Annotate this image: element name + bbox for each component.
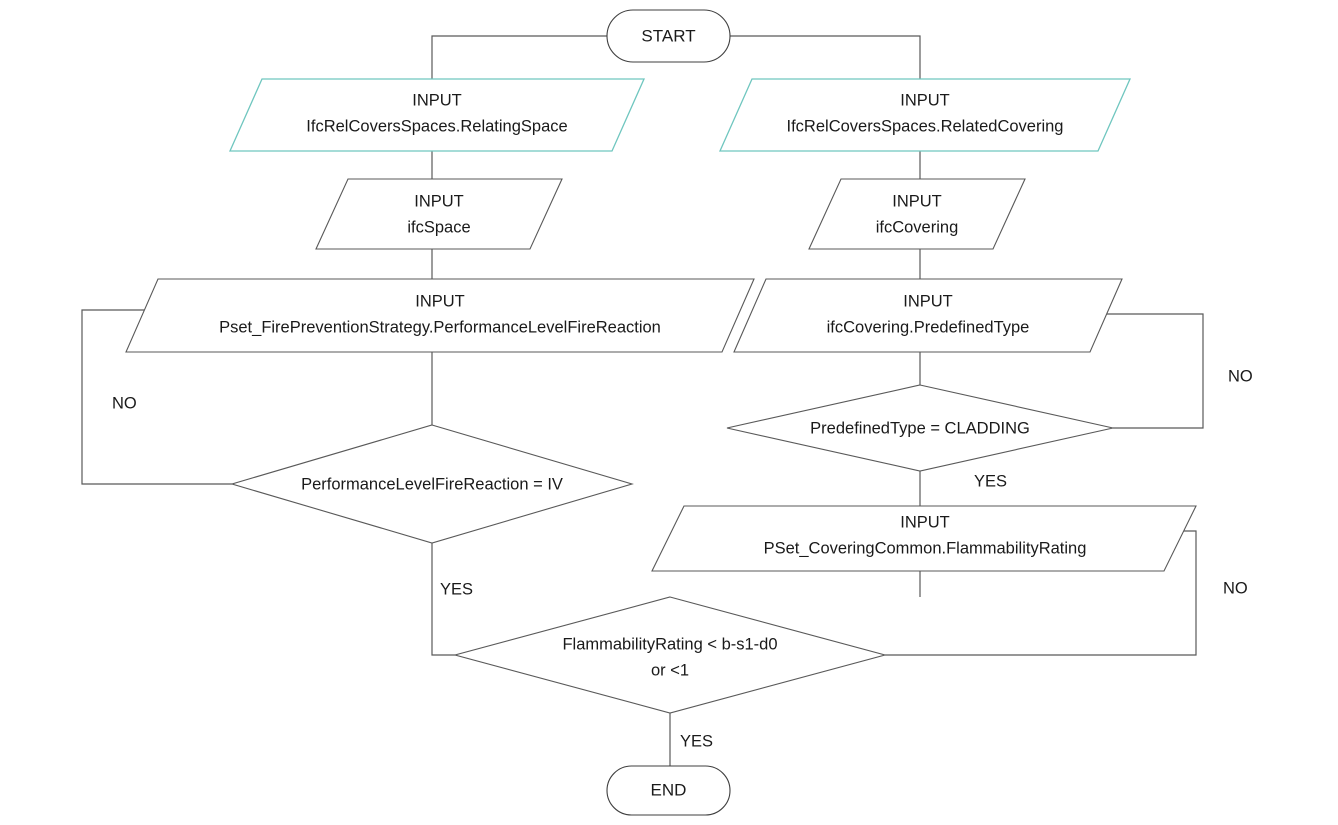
decision-cladding-node xyxy=(726,384,1114,472)
decision-flammability-line2: or <1 xyxy=(651,661,689,679)
input-ifcspace-node xyxy=(315,178,563,250)
edge-label-no-right-upper: NO xyxy=(1228,367,1253,385)
input-ifccovering-node xyxy=(808,178,1026,250)
input-flammability-line1: INPUT xyxy=(900,513,950,531)
input-related-covering-line1: INPUT xyxy=(900,91,950,109)
decision-flammability-line1: FlammabilityRating < b-s1-d0 xyxy=(562,635,777,653)
input-relating-space-line2: IfcRelCoversSpaces.RelatingSpace xyxy=(306,117,567,135)
edge-label-no-right-lower: NO xyxy=(1223,579,1248,597)
connector-no-loop-left xyxy=(81,309,232,485)
connector-no-loop-right-upper xyxy=(1090,313,1204,429)
input-predefinedtype-node xyxy=(733,278,1123,353)
input-ifcspace-line1: INPUT xyxy=(414,192,464,210)
decision-flammability-node xyxy=(452,596,888,714)
edge-label-yes-flammability: YES xyxy=(680,732,713,750)
edge-label-no-left: NO xyxy=(112,394,137,412)
end-node xyxy=(606,765,731,816)
input-relating-space-node xyxy=(228,78,646,152)
input-flammability-line2: PSet_CoveringCommon.FlammabilityRating xyxy=(764,539,1087,557)
input-related-covering-node xyxy=(718,78,1132,152)
input-pset-fire-line2: Pset_FirePreventionStrategy.PerformanceL… xyxy=(219,318,661,336)
decision-fire-reaction-node xyxy=(230,424,634,544)
input-ifcspace-line2: ifcSpace xyxy=(407,218,470,236)
start-node xyxy=(606,9,731,63)
decision-cladding-label: PredefinedType = CLADDING xyxy=(810,419,1030,437)
input-ifccovering-line1: INPUT xyxy=(892,192,942,210)
decision-fire-reaction-label: PerformanceLevelFireReaction = IV xyxy=(301,475,563,493)
input-related-covering-line2: IfcRelCoversSpaces.RelatedCovering xyxy=(787,117,1064,135)
start-label: START xyxy=(641,26,695,45)
input-predefinedtype-line2: ifcCovering.PredefinedType xyxy=(827,318,1030,336)
connector-fire-reaction-yes xyxy=(431,543,455,656)
edge-label-yes-cladding: YES xyxy=(974,472,1007,490)
input-ifccovering-line2: ifcCovering xyxy=(876,218,959,236)
input-flammability-node xyxy=(651,505,1197,572)
connector-start-to-left-input xyxy=(431,35,607,79)
end-label: END xyxy=(651,780,687,799)
input-pset-fire-node xyxy=(125,278,755,353)
connector-start-to-right-input xyxy=(730,35,921,79)
input-pset-fire-line1: INPUT xyxy=(415,292,465,310)
edge-label-yes-fire-reaction: YES xyxy=(440,580,473,598)
input-predefinedtype-line1: INPUT xyxy=(903,292,953,310)
input-relating-space-line1: INPUT xyxy=(412,91,462,109)
